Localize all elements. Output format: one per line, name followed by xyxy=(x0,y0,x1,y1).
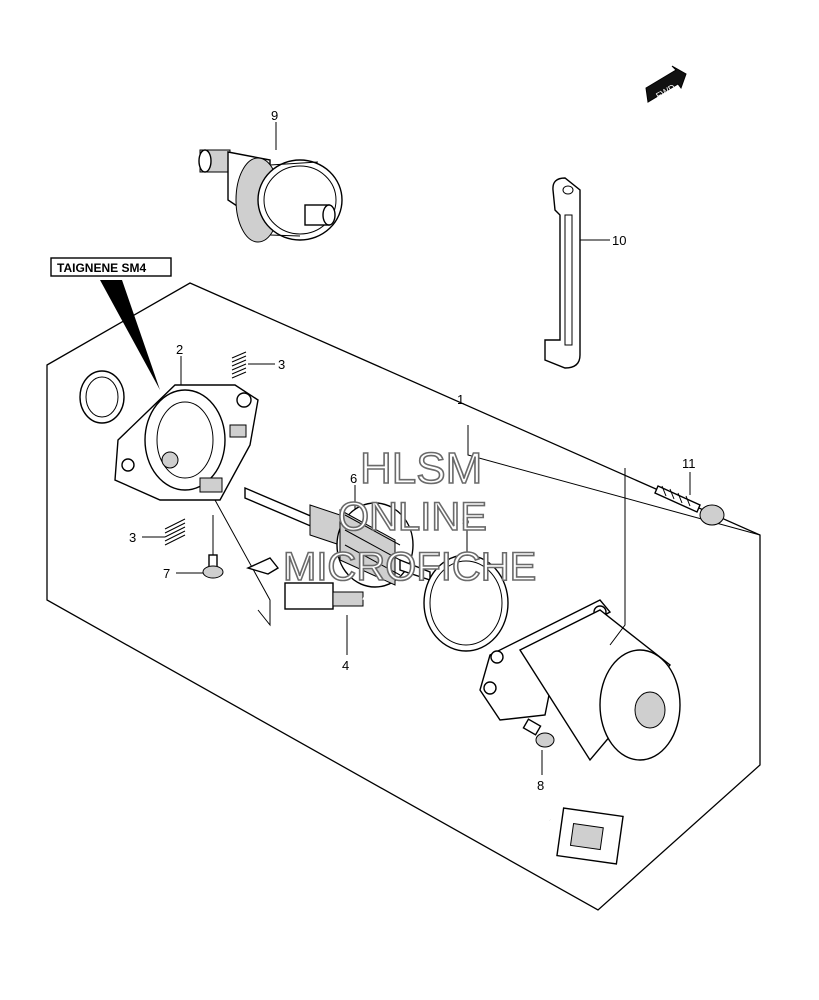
part-9-starter-clutch xyxy=(198,149,343,243)
part-10-label: 10 xyxy=(612,233,626,248)
part-2-end-cover xyxy=(114,384,259,501)
part-3-spring-lower xyxy=(164,518,186,546)
part-5-o-ring xyxy=(423,554,509,652)
watermark-line-3: MICROFICHE xyxy=(283,545,536,589)
part-6-label: 6 xyxy=(350,471,357,486)
callout-label: TAIGNENE SM4 xyxy=(57,261,146,275)
part-1-label: 1 xyxy=(457,392,464,407)
part-1-guide xyxy=(467,425,761,536)
part-9-label: 9 xyxy=(271,108,278,123)
watermark: HLSM ONLINE MICROFICHE xyxy=(282,443,537,590)
watermark-line-2: ONLINE xyxy=(338,495,487,539)
part-11-label: 11 xyxy=(682,456,696,471)
part-3-label-lower: 3 xyxy=(129,530,136,545)
part-11-bolt xyxy=(654,485,725,526)
assembly-boundary xyxy=(46,282,761,911)
part-8-label: 8 xyxy=(537,778,544,793)
watermark-line-1: HLSM xyxy=(360,444,482,493)
o-ring-left xyxy=(79,370,125,424)
part-7-label: 7 xyxy=(163,566,170,581)
assembly-guide-line xyxy=(214,499,271,627)
part-3-spring-upper xyxy=(231,351,247,379)
part-10-bracket xyxy=(544,177,581,369)
part-3-label-upper: 3 xyxy=(278,357,285,372)
part-6-armature xyxy=(244,486,431,588)
callout-box: TAIGNENE SM4 xyxy=(50,257,172,390)
fwd-arrow-icon: FWD xyxy=(645,65,687,103)
part-4-lead-wire xyxy=(246,557,624,865)
part-1-motor-body xyxy=(479,599,681,762)
part-2-label: 2 xyxy=(176,342,183,357)
part-5-label: 5 xyxy=(462,513,469,528)
part-4-label: 4 xyxy=(342,658,349,673)
part-8-screw xyxy=(522,718,555,748)
part-11-guide xyxy=(609,468,626,646)
part-7-screw xyxy=(202,554,224,579)
